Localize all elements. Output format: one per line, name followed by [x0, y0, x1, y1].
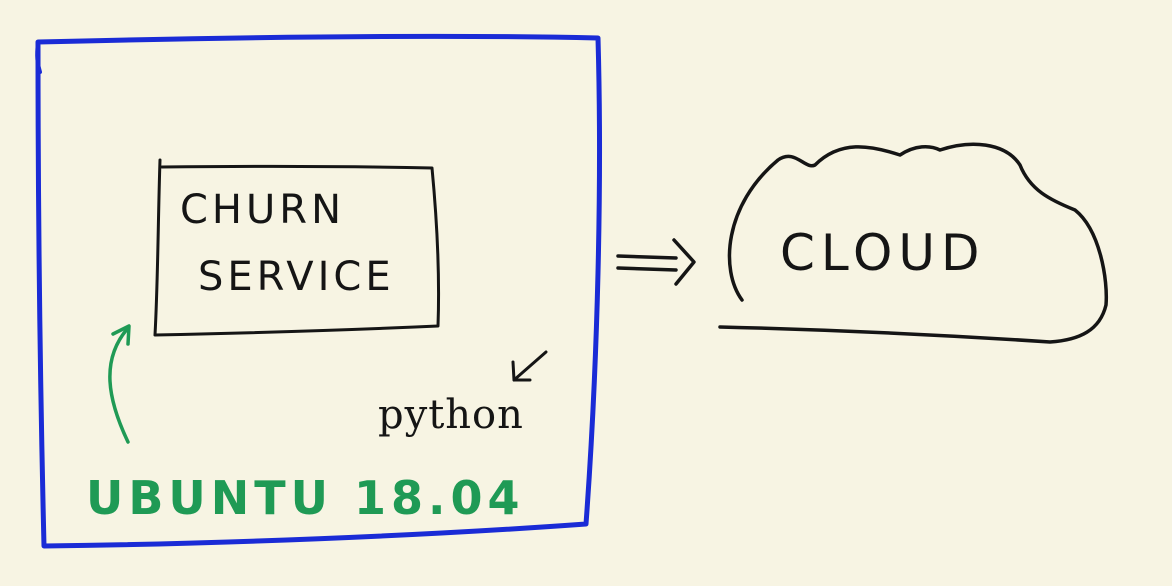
python-runtime-label: python — [378, 392, 524, 438]
ubuntu-os-label: UBUNTU 18.04 — [86, 471, 525, 525]
ubuntu-container-stroke-tail — [35, 40, 42, 74]
cloud-label: CLOUD — [780, 224, 985, 282]
churn-service-box — [153, 158, 441, 337]
python-arrow — [511, 350, 548, 382]
churn-service-line1: CHURN — [180, 187, 345, 233]
deploy-arrow — [616, 238, 696, 286]
green-arrow-shaft — [108, 326, 130, 444]
churn-service-line2: SERVICE — [198, 254, 395, 300]
cloud-outline — [718, 142, 1109, 344]
ubuntu-container-outline — [35, 33, 602, 549]
green-arrow-head — [111, 324, 131, 346]
